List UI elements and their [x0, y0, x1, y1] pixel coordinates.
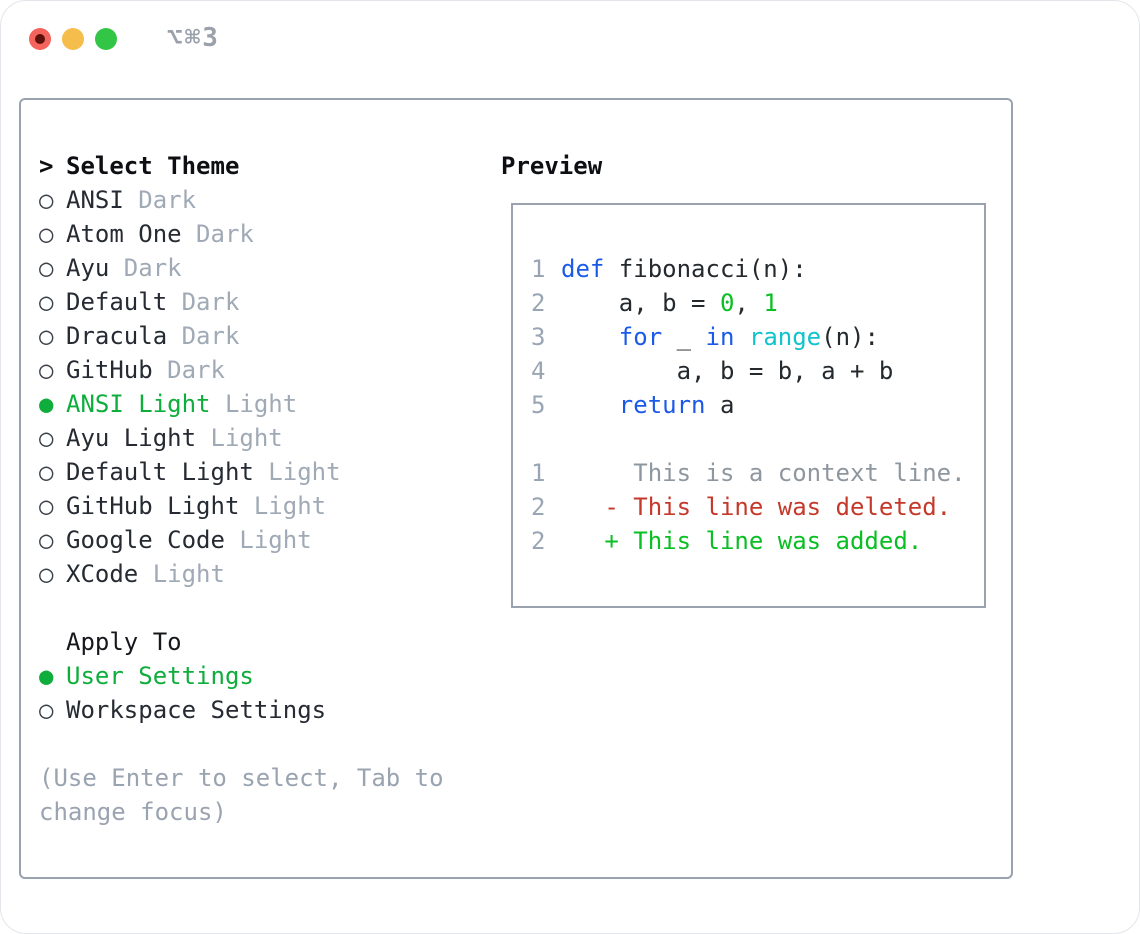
theme-variant-badge: Dark: [152, 356, 225, 384]
preview-code-line: 1 This is a context line.: [531, 456, 984, 490]
preview-title: Preview: [501, 152, 603, 180]
theme-option-name: Ayu Light: [66, 424, 197, 452]
radio-icon: ○: [39, 356, 54, 384]
line-number: 2: [531, 289, 546, 317]
radio-icon: ○: [39, 526, 54, 554]
theme-list-column: >Select Theme ○ANSI Dark ○Atom One Dark …: [39, 149, 444, 829]
radio-icon: ○: [39, 322, 54, 350]
theme-option-name: GitHub: [66, 356, 153, 384]
theme-option-name: Ayu: [66, 254, 110, 282]
line-number: 5: [531, 391, 546, 419]
theme-option-github[interactable]: ○ GitHub Dark: [39, 353, 444, 387]
minimize-button[interactable]: [62, 28, 84, 50]
theme-option-default[interactable]: ○ Default Dark: [39, 285, 444, 319]
apply-option-user-settings[interactable]: ● User Settings: [39, 659, 444, 693]
code-tokens: def fibonacci(n):: [561, 255, 807, 283]
preview-code-line: 4 a, b = b, a + b: [531, 354, 984, 388]
theme-option-name: GitHub Light: [66, 492, 240, 520]
preview-code-line: 2 a, b = 0, 1: [531, 286, 984, 320]
theme-option-ayu-light[interactable]: ○ Ayu Light Light: [39, 421, 444, 455]
radio-icon: ○: [39, 492, 54, 520]
prompt-icon: >: [39, 152, 54, 180]
theme-option-name: Default Light: [66, 458, 254, 486]
theme-option-name: XCode: [66, 560, 139, 588]
theme-option-ansi-light[interactable]: ● ANSI Light Light: [39, 387, 444, 421]
theme-option-name: Default: [66, 288, 168, 316]
code-tokens: a, b = 0, 1: [561, 289, 778, 317]
theme-variant-badge: Dark: [109, 254, 182, 282]
code-tokens: return a: [618, 391, 735, 419]
radio-icon: ●: [39, 662, 54, 690]
theme-option-google-code[interactable]: ○ Google Code Light: [39, 523, 444, 557]
code-tokens: + This line was added.: [561, 527, 923, 555]
theme-option-dracula[interactable]: ○ Dracula Dark: [39, 319, 444, 353]
theme-preview-box: 1 def fibonacci(n): 2 a, b = 0, 1 3 for _…: [511, 203, 986, 608]
keyboard-hint-line: (Use Enter to select, Tab to: [39, 761, 444, 795]
theme-option-name: Dracula: [66, 322, 168, 350]
theme-variant-badge: Light: [253, 458, 341, 486]
radio-icon: ○: [39, 186, 54, 214]
preview-code-line: [531, 422, 984, 456]
theme-option-name: Atom One: [66, 220, 182, 248]
preview-code-line: 3 for _ in range(n):: [531, 320, 984, 354]
theme-variant-badge: Light: [210, 390, 298, 418]
theme-variant-badge: Dark: [167, 288, 240, 316]
line-number: 3: [531, 323, 546, 351]
close-button[interactable]: [29, 28, 51, 50]
close-button-dot: [35, 34, 45, 44]
spacer: [39, 727, 444, 761]
line-number: 1: [531, 459, 546, 487]
preview-code-line: 1 def fibonacci(n):: [531, 252, 984, 286]
window-shortcut-label: ⌥⌘3: [167, 23, 220, 53]
preview-code-line: 5 return a: [531, 388, 984, 422]
line-number: 4: [531, 357, 546, 385]
radio-icon: ○: [39, 220, 54, 248]
zoom-button[interactable]: [95, 28, 117, 50]
radio-icon: ○: [39, 424, 54, 452]
apply-option-name: Workspace Settings: [66, 696, 327, 724]
spacer: [39, 591, 444, 625]
theme-variant-badge: Light: [138, 560, 225, 588]
hint-text: (Use Enter to select, Tab to: [39, 764, 444, 792]
theme-option-default-light[interactable]: ○ Default Light Light: [39, 455, 444, 489]
apply-option-name: User Settings: [66, 662, 254, 690]
select-theme-header: > Select Theme: [39, 149, 444, 183]
theme-option-name: ANSI Light: [66, 390, 211, 418]
select-theme-title: Select Theme: [66, 152, 240, 180]
theme-variant-badge: Light: [239, 492, 327, 520]
theme-variant-badge: Light: [224, 526, 312, 554]
theme-variant-badge: Light: [196, 424, 283, 452]
theme-option-ayu[interactable]: ○ Ayu Dark: [39, 251, 444, 285]
code-tokens: This is a context line.: [561, 459, 966, 487]
code-tokens: for _ in range(n):: [618, 323, 879, 351]
code-tokens: a, b = b, a + b: [561, 357, 894, 385]
theme-option-name: ANSI: [66, 186, 124, 214]
theme-option-atom-one[interactable]: ○ Atom One Dark: [39, 217, 444, 251]
hint-text: change focus): [39, 798, 227, 826]
radio-icon: ○: [39, 288, 54, 316]
preview-code-line: 2 + This line was added.: [531, 524, 984, 558]
theme-option-github-light[interactable]: ○ GitHub Light Light: [39, 489, 444, 523]
theme-option-xcode[interactable]: ○ XCode Light: [39, 557, 444, 591]
radio-icon: ○: [39, 560, 54, 588]
theme-option-ansi[interactable]: ○ ANSI Dark: [39, 183, 444, 217]
radio-icon: ○: [39, 254, 54, 282]
theme-variant-badge: Dark: [123, 186, 197, 214]
theme-variant-badge: Dark: [167, 322, 240, 350]
line-number: 2: [531, 527, 546, 555]
line-number: 1: [531, 255, 546, 283]
apply-option-workspace-settings[interactable]: ○ Workspace Settings: [39, 693, 444, 727]
apply-to-header: Apply To: [66, 628, 182, 656]
radio-icon: ○: [39, 458, 54, 486]
theme-variant-badge: Dark: [181, 220, 254, 248]
line-number: 2: [531, 493, 546, 521]
theme-option-name: Google Code: [66, 526, 225, 554]
preview-code-line: 2 - This line was deleted.: [531, 490, 984, 524]
window-controls: [29, 28, 117, 50]
radio-icon: ●: [39, 390, 54, 418]
keyboard-hint-line: change focus): [39, 795, 444, 829]
code-tokens: - This line was deleted.: [561, 493, 952, 521]
radio-icon: ○: [39, 696, 54, 724]
theme-picker-panel: >Select Theme ○ANSI Dark ○Atom One Dark …: [19, 98, 1013, 879]
